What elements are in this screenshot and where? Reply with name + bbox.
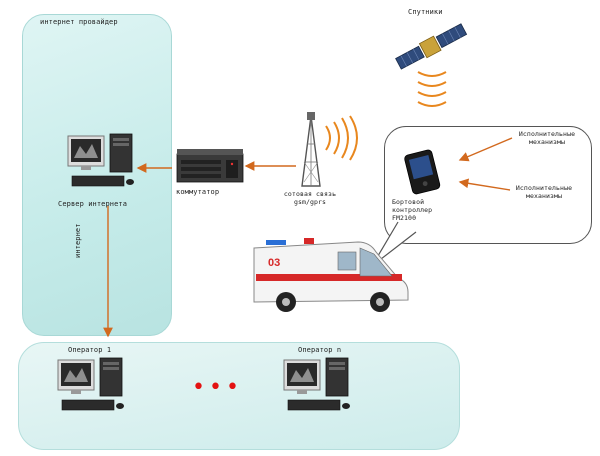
ambulance-icon: 03 (253, 238, 409, 312)
cellular-label: сотовая связь gsm/gprs (283, 190, 337, 206)
operator-1-label: Оператор 1 (68, 346, 112, 354)
arrow-actuator-1-to-controller (458, 137, 513, 162)
switch-label: коммутатор (176, 188, 220, 196)
ellipsis-dots: ••• (192, 375, 243, 400)
arrow-actuator-2-to-controller (458, 178, 511, 191)
controller-device-icon (404, 149, 441, 195)
server-computer-icon (67, 133, 134, 187)
satellite-icon (395, 23, 468, 70)
actuators-label-1: Исполнительные механизмы (518, 130, 576, 146)
network-switch-icon (176, 149, 244, 183)
tower-signal-waves-icon (325, 115, 358, 161)
cell-tower-icon (301, 112, 321, 187)
actuators-label-2: Исполнительные механизмы (515, 184, 573, 200)
internet-provider-panel (22, 14, 172, 336)
satellite-signal-waves-icon (417, 71, 447, 107)
ambulance-number: 03 (268, 257, 280, 269)
internet-label: интернет (74, 223, 82, 258)
operator-n-computer-icon (283, 357, 350, 411)
onboard-controller-label: Бортовой контроллер FM2100 (392, 198, 433, 222)
satellites-label: Спутники (408, 8, 443, 16)
internet-provider-label: интернет провайдер (40, 18, 118, 26)
server-label: Сервер интернета (58, 200, 128, 208)
operator-1-computer-icon (57, 357, 124, 411)
operator-n-label: Оператор n (298, 346, 342, 354)
